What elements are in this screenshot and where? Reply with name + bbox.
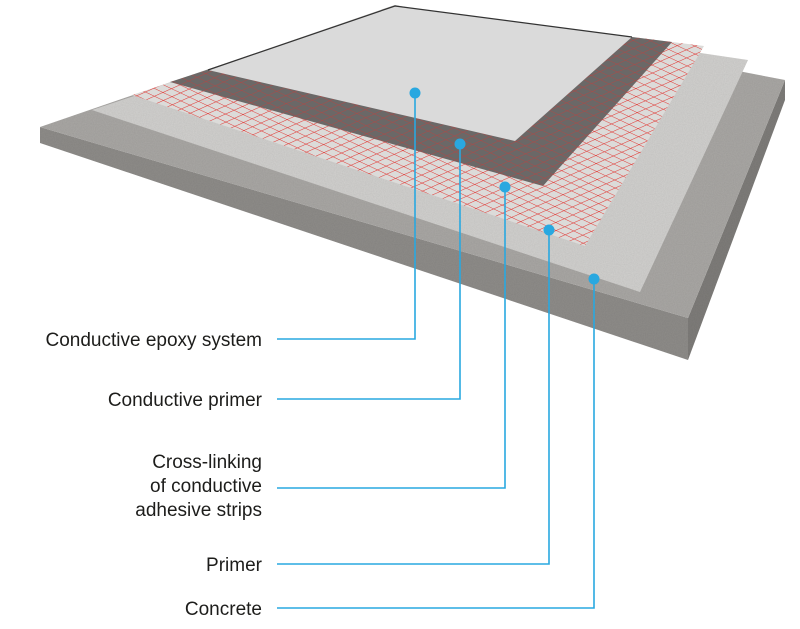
label-line: of conductive bbox=[150, 476, 262, 497]
concrete-right-face bbox=[688, 80, 785, 360]
callout-dot-epoxy bbox=[409, 87, 421, 99]
callout-line-primer bbox=[277, 230, 550, 565]
label-concrete: Concrete bbox=[185, 598, 262, 622]
callout-dot-primer bbox=[543, 224, 555, 236]
callout-line-concrete bbox=[277, 279, 595, 609]
label-line: Conductive epoxy system bbox=[45, 330, 263, 351]
callout-dot-conductive-primer bbox=[454, 138, 466, 150]
epoxy-layer bbox=[208, 6, 632, 141]
label-line: adhesive strips bbox=[135, 500, 262, 521]
label-epoxy: Conductive epoxy system bbox=[46, 329, 263, 353]
label-line: Primer bbox=[206, 555, 262, 576]
callout-line-epoxy bbox=[277, 93, 416, 340]
label-line: Conductive primer bbox=[107, 390, 262, 411]
epoxy-top-edge bbox=[207, 5, 633, 71]
label-conductive-primer: Conductive primer bbox=[108, 389, 262, 413]
callout-line-conductive-primer bbox=[277, 144, 461, 400]
callout-dot-concrete bbox=[588, 273, 600, 285]
callout-line-adhesive-strips bbox=[277, 187, 506, 489]
callout-dot-adhesive-strips bbox=[499, 181, 511, 193]
label-line: Concrete bbox=[184, 599, 262, 620]
label-line: Cross-linking bbox=[152, 452, 262, 473]
label-adhesive-strips: Cross-linking of conductive adhesive str… bbox=[135, 451, 262, 523]
callout-lines bbox=[277, 93, 595, 609]
label-primer: Primer bbox=[206, 554, 262, 578]
concrete-front-face bbox=[40, 127, 688, 360]
